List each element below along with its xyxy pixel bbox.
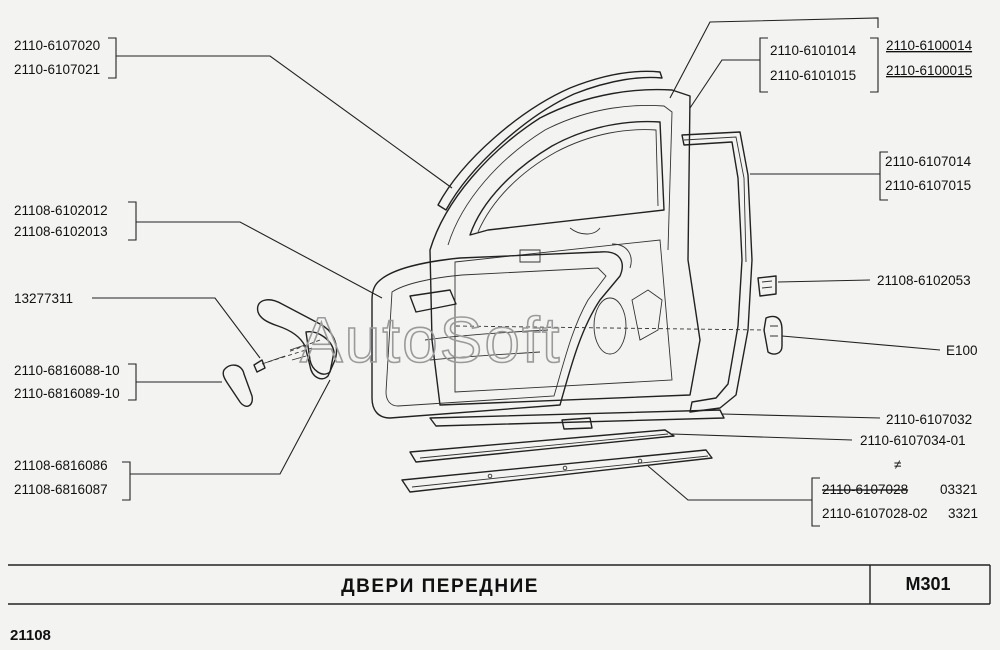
title-block: ДВЕРИ ПЕРЕДНИЕ M301 — [8, 564, 991, 605]
lower-door-seal — [429, 409, 725, 430]
window-channel-strip — [437, 70, 663, 211]
label-13277311: 13277311 — [14, 291, 73, 306]
door-frame — [429, 88, 701, 406]
label-21108-6102053: 21108-6102053 — [877, 273, 971, 288]
label-2110-6101015: 2110-6101015 — [770, 68, 856, 83]
watermark: AutoSoft — [300, 304, 562, 376]
door-seal — [681, 131, 753, 413]
label-2110-6107014: 2110-6107014 — [885, 154, 972, 169]
model-number: 21108 — [10, 627, 51, 644]
e100-clip — [763, 315, 783, 355]
label-2110-6107015: 2110-6107015 — [885, 178, 971, 193]
part-labels: 2110-6107020 2110-6107021 21108-6102012 … — [14, 38, 978, 521]
label-e100: E100 — [946, 343, 978, 358]
door-assembly-drawing — [222, 70, 783, 493]
not-equal-sign: ≠ — [894, 457, 901, 472]
label-2110-6100015: 2110-6100015 — [886, 63, 972, 78]
label-2110-6107028: 2110-6107028 — [822, 482, 908, 497]
label-21108-6816086: 21108-6816086 — [14, 458, 108, 473]
page-code: M301 — [905, 574, 950, 594]
label-21108-6102013: 21108-6102013 — [14, 224, 108, 239]
label-03321: 03321 — [940, 482, 978, 497]
trim-clip — [757, 275, 777, 297]
leaders-right — [647, 17, 941, 527]
label-2110-6107028-02: 2110-6107028-02 — [822, 506, 928, 521]
label-2110-6816089-10: 2110-6816089-10 — [14, 386, 120, 401]
label-2110-6101014: 2110-6101014 — [770, 43, 857, 58]
label-2110-6100014: 2110-6100014 — [886, 38, 973, 53]
door-trim-panel — [371, 251, 663, 419]
page-title: ДВЕРИ ПЕРЕДНИЕ — [341, 576, 539, 597]
label-2110-6816088-10: 2110-6816088-10 — [14, 363, 120, 378]
leaders-left — [92, 37, 453, 501]
sill-strip-lower — [401, 449, 713, 493]
sill-strip-upper — [409, 429, 675, 463]
label-21108-6816087: 21108-6816087 — [14, 482, 108, 497]
label-2110-6107020: 2110-6107020 — [14, 38, 100, 53]
label-2110-6107021: 2110-6107021 — [14, 62, 100, 77]
label-3321: 3321 — [948, 506, 978, 521]
label-2110-6107032: 2110-6107032 — [886, 412, 972, 427]
armrest-handle — [222, 299, 338, 407]
label-2110-6107034-01: 2110-6107034-01 — [860, 433, 966, 448]
label-21108-6102012: 21108-6102012 — [14, 203, 108, 218]
